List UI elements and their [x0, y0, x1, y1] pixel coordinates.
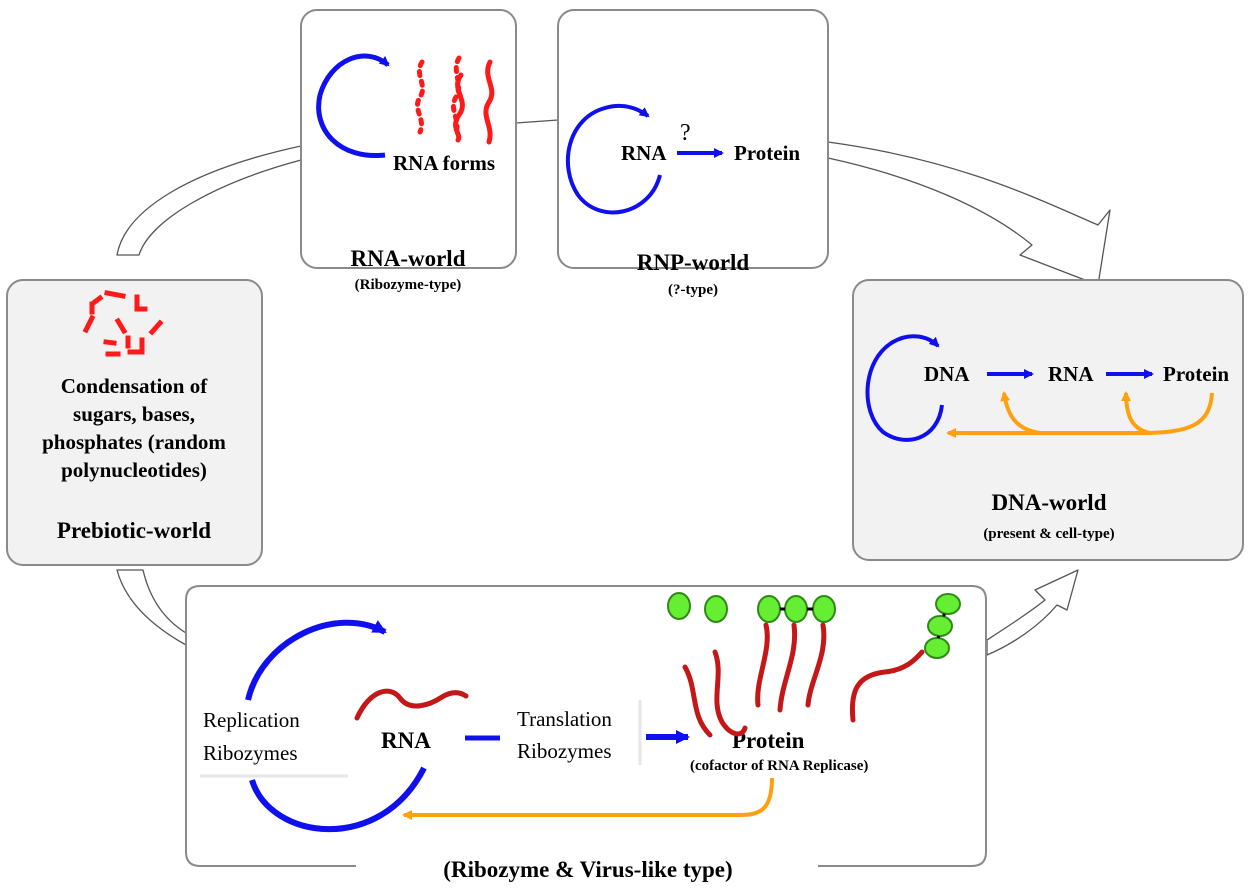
panel-frame [557, 9, 829, 269]
transition-arrow-rnp-to-dna [827, 141, 1111, 286]
feedback-arrows [946, 391, 1214, 438]
random-fragments-icon [82, 290, 164, 357]
panel-frame [852, 279, 1244, 561]
rna-world-title: RNA-world [351, 246, 466, 271]
protein-note: (cofactor of RNA Replicase) [690, 758, 868, 774]
amino-acid-beads [667, 592, 961, 659]
replication-arrow-bottom [249, 766, 427, 832]
rnp-protein-label: Protein [734, 141, 800, 165]
rnp-rna-label: RNA [621, 141, 667, 165]
dna-world-panel: DNA RNA Protein DNA-world (present & cel… [852, 279, 1244, 561]
rna-strands-icon [414, 55, 495, 145]
panel-frame [6, 279, 263, 566]
peptide-bonds [780, 607, 947, 639]
connector-rna-to-rnp [515, 119, 559, 124]
translation-label-line-2: Ribozymes [517, 739, 612, 763]
rnp-world-title: RNP-world [637, 250, 750, 275]
ribozyme-virus-title: (Ribozyme & Virus-like type) [443, 857, 732, 882]
dna-label: DNA [924, 362, 970, 386]
prebiotic-line-3: phosphates (random [42, 430, 226, 454]
rnp-world-panel: RNA ? Protein RNP-world (?-type) [557, 9, 829, 298]
dna-rna-label: RNA [1048, 362, 1094, 386]
protein-chains [682, 622, 925, 738]
ribozyme-virus-panel: (Ribozyme & Virus-like type) Replication… [185, 585, 987, 882]
dna-world-subtitle: (present & cell-type) [983, 526, 1114, 542]
rna-world-subtitle: (Ribozyme-type) [355, 277, 462, 293]
dna-world-title: DNA-world [992, 490, 1107, 515]
replication-cycle-arrow [865, 334, 944, 442]
replication-arrow-top [245, 619, 387, 701]
panel-frame [185, 585, 987, 867]
rnp-question-mark: ? [680, 120, 691, 146]
rna-strand [354, 688, 469, 721]
replication-label-line-2: Ribozymes [203, 741, 298, 765]
prebiotic-line-4: polynucleotides) [61, 458, 207, 482]
prebiotic-line-1: Condensation of [61, 374, 208, 398]
feedback-arrow [402, 777, 774, 820]
prebiotic-line-2: sugars, bases, [73, 402, 195, 426]
transition-arrow-ribozyme-to-dna [986, 569, 1079, 656]
prebiotic-title: Prebiotic-world [57, 518, 211, 543]
replication-cycle-arrow [565, 103, 662, 215]
rna-world-panel: RNA forms RNA-world (Ribozyme-type) [300, 9, 517, 293]
translation-label-line-1: Translation [517, 707, 612, 731]
replication-cycle-arrow [316, 53, 390, 159]
replication-label-line-1: Replication [203, 708, 300, 732]
rna-forms-label: RNA forms [393, 151, 495, 175]
transition-arrow-prebiotic-to-ribozyme [116, 569, 187, 646]
rnp-world-subtitle: (?-type) [668, 282, 718, 298]
rna-label: RNA [381, 728, 431, 753]
transition-arrow-prebiotic-to-rna [116, 145, 302, 256]
prebiotic-world-panel: Condensation of sugars, bases, phosphate… [6, 279, 263, 566]
dna-protein-label: Protein [1163, 362, 1229, 386]
